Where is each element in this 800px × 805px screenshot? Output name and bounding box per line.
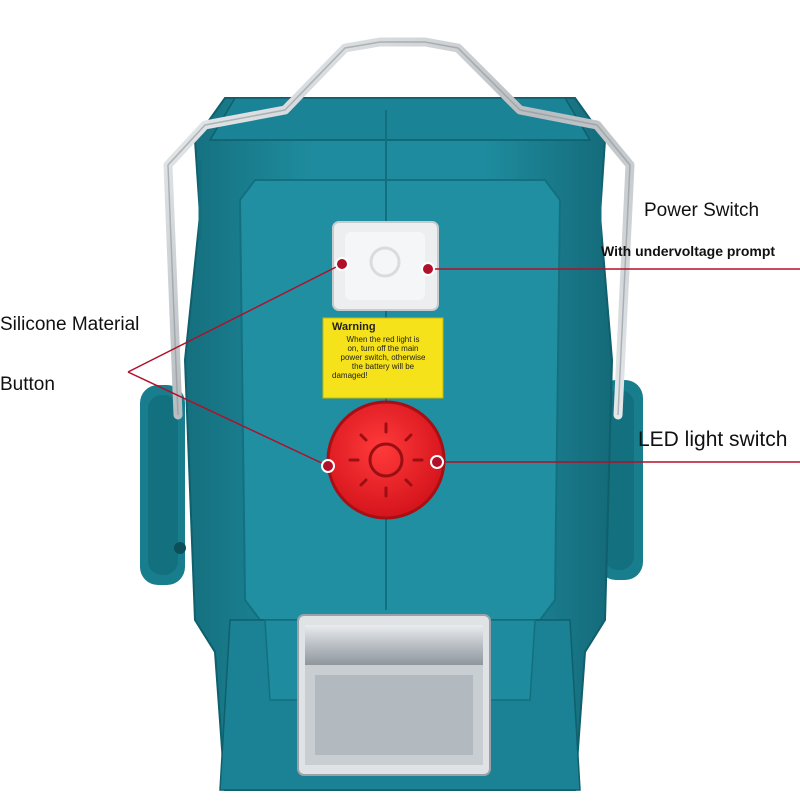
warning-line: power switch, otherwise xyxy=(340,353,426,362)
callout-dots xyxy=(321,257,444,473)
undervoltage-label: With undervoltage prompt xyxy=(601,243,776,259)
power-switch[interactable] xyxy=(332,221,439,311)
left-socket xyxy=(140,385,186,585)
callout-lines xyxy=(127,263,800,467)
button-label: Button xyxy=(0,374,55,395)
silicone-material-label: Silicone Material xyxy=(0,314,140,335)
warning-line: on, turn off the main xyxy=(347,344,419,353)
warning-title: Warning xyxy=(332,321,376,333)
warning-line: When the red light is xyxy=(346,335,420,344)
warning-sticker xyxy=(322,317,444,399)
warning-line: the battery will be xyxy=(351,362,415,371)
warning-sticker-text: Warning When the red light is on, turn o… xyxy=(326,320,440,396)
sun-icon xyxy=(348,422,424,498)
led-light-switch-button[interactable] xyxy=(326,400,446,520)
power-switch-label: Power Switch xyxy=(644,200,760,221)
led-light-switch-label: LED light switch xyxy=(638,428,788,451)
led-lens xyxy=(297,614,491,776)
warning-line: damaged! xyxy=(332,371,368,380)
